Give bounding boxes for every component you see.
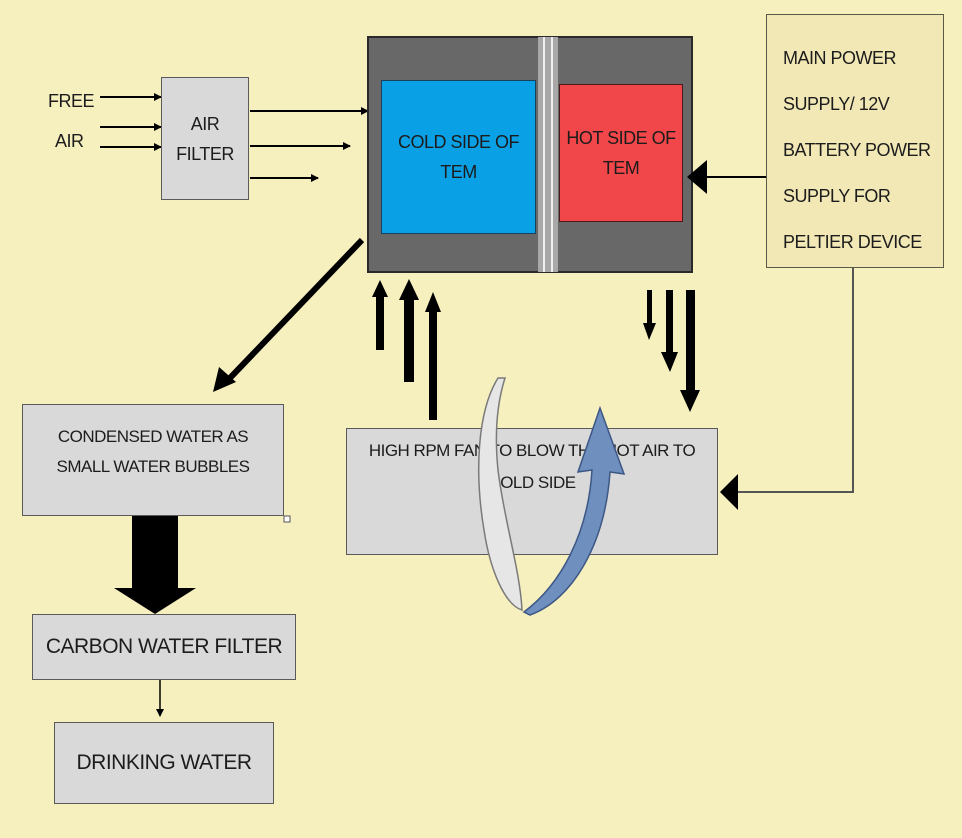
hot-air-arrow-3 — [686, 290, 695, 390]
air-label: AIR — [55, 131, 84, 151]
fan-line-2: COLD SIDE — [488, 473, 576, 492]
condensed-water-box: CONDENSED WATER AS SMALL WATER BUBBLES — [22, 404, 284, 516]
cold-side-line-1: COLD SIDE OF — [397, 132, 520, 152]
water-flow-arrow-head — [114, 588, 196, 614]
air-filter-box: AIR FILTER — [161, 77, 249, 200]
drinking-water-label: DRINKING WATER — [76, 751, 253, 774]
power-line-5: PELTIER DEVICE — [783, 232, 922, 252]
cold-side-line-2: TEM — [440, 162, 477, 182]
power-to-fan-head — [720, 474, 738, 510]
condensation-arrow-shaft — [227, 237, 365, 381]
power-line-4: SUPPLY FOR — [783, 186, 891, 206]
condensed-line-2: SMALL WATER BUBBLES — [56, 457, 250, 476]
power-line-2: SUPPLY/ 12V — [783, 94, 890, 114]
power-line-3: BATTERY POWER — [783, 140, 931, 160]
carbon-filter-label: CARBON WATER FILTER — [45, 635, 283, 658]
cold-air-arrow-2 — [404, 300, 414, 382]
power-to-fan-line — [738, 268, 854, 493]
hot-side-line-1: HOT SIDE OF — [566, 128, 676, 148]
hot-air-arrow-1 — [647, 290, 652, 323]
fan-box: HIGH RPM FAN TO BLOW THE HOT AIR TO COLD… — [346, 428, 718, 555]
drinking-water-box: DRINKING WATER — [54, 722, 274, 804]
fan-line-1: HIGH RPM FAN TO BLOW THE HOT AIR TO — [368, 441, 696, 460]
water-flow-arrow-shaft — [132, 508, 178, 588]
hot-air-arrow-2 — [666, 290, 673, 352]
power-line-1: MAIN POWER — [783, 48, 897, 68]
carbon-filter-box: CARBON WATER FILTER — [32, 614, 296, 680]
free-label: FREE — [48, 91, 95, 111]
cold-air-arrow-3 — [429, 312, 437, 420]
cold-air-arrow-1 — [376, 297, 384, 350]
hot-side-box: HOT SIDE OF TEM — [559, 84, 683, 222]
power-to-tem-head — [687, 160, 707, 194]
tem-divider — [538, 37, 558, 272]
power-supply-box: MAIN POWER SUPPLY/ 12V BATTERY POWER SUP… — [766, 14, 944, 268]
air-filter-line-1: AIR — [190, 113, 220, 134]
air-filter-line-2: FILTER — [176, 143, 234, 164]
hot-side-line-2: TEM — [602, 158, 640, 178]
cold-side-box: COLD SIDE OF TEM — [381, 80, 536, 234]
condensation-arrow-head — [213, 367, 236, 392]
condensed-line-1: CONDENSED WATER AS — [57, 427, 249, 446]
